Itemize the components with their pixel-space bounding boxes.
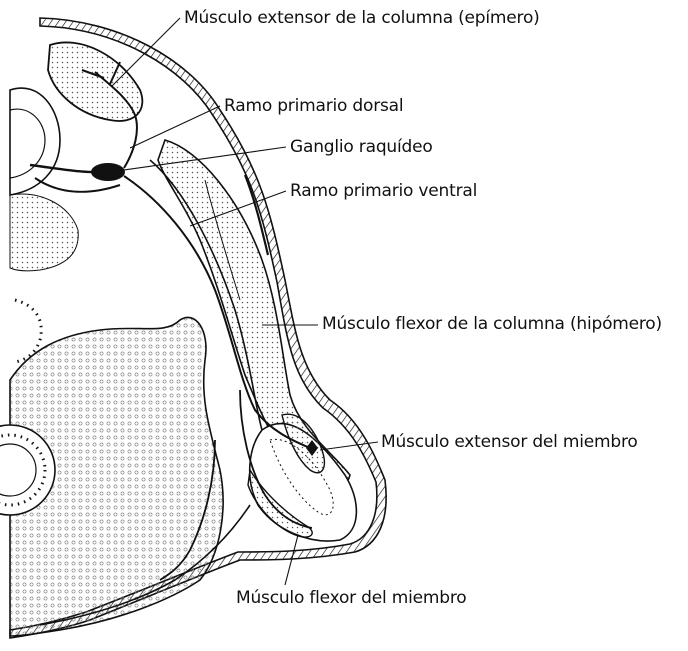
neural-inner	[10, 109, 45, 178]
label-ventral-ramus: Ramo primario ventral	[290, 181, 477, 201]
label-epimere: Músculo extensor de la columna (epímero)	[184, 8, 540, 28]
label-spinal-ganglion: Ganglio raquídeo	[290, 137, 433, 157]
epimere-muscle	[48, 42, 142, 121]
dorsal-root	[30, 165, 92, 172]
vertebra-region	[10, 194, 78, 271]
label-limb-flexor: Músculo flexor del miembro	[236, 588, 466, 608]
spinal-ganglion	[91, 163, 125, 181]
label-limb-extensor: Músculo extensor del miembro	[381, 432, 638, 452]
label-hypomere: Músculo flexor de la columna (hipómero)	[322, 314, 662, 334]
label-dorsal-ramus: Ramo primario dorsal	[224, 96, 403, 116]
